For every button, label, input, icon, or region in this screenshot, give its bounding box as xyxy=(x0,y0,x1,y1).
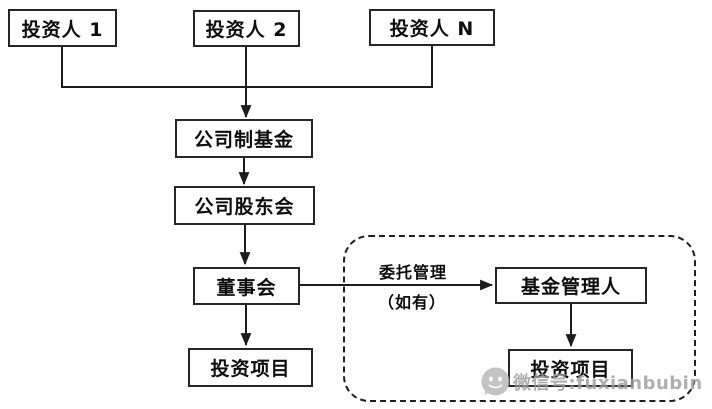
delegated-management-group xyxy=(343,235,696,402)
node-board-of-directors: 董事会 xyxy=(193,267,300,305)
node-investor-2: 投资人 2 xyxy=(193,10,300,47)
node-fund-manager: 基金管理人 xyxy=(495,267,647,304)
node-investor-1: 投资人 1 xyxy=(8,9,117,47)
node-shareholders-meeting: 公司股东会 xyxy=(174,186,315,225)
edge-label-if-any: （如有） xyxy=(377,293,446,312)
node-investment-project-right: 投资项目 xyxy=(508,349,633,387)
edge-label-entrusted-management: 委托管理 xyxy=(378,263,447,282)
node-corporate-fund: 公司制基金 xyxy=(175,119,313,158)
node-investment-project-left: 投资项目 xyxy=(188,348,313,387)
node-investor-n: 投资人 N xyxy=(369,9,495,46)
